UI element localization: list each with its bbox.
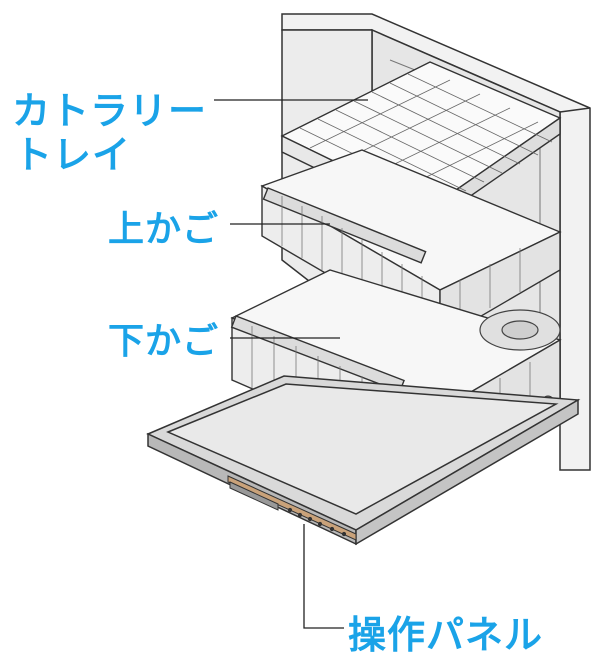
spray-arm <box>479 309 561 351</box>
label-cutlery-tray-line2: トレイ <box>14 133 132 177</box>
leader-control-panel <box>303 524 344 629</box>
control-panel <box>227 475 357 541</box>
dishwasher-door <box>146 375 581 546</box>
label-cutlery-tray-line1: カトラリー <box>12 89 208 133</box>
leader-lines <box>214 99 368 629</box>
label-upper-rack: 上かご <box>108 209 220 250</box>
label-lower-rack: 下かご <box>108 321 220 362</box>
label-control-panel: 操作パネル <box>348 613 544 657</box>
